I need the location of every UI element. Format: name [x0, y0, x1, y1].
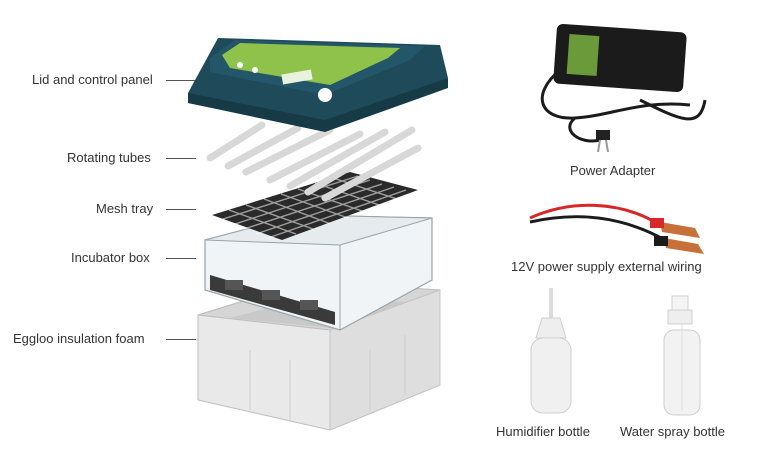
- leader-lid: [166, 80, 196, 81]
- leader-foam: [166, 339, 196, 340]
- label-box: Incubator box: [71, 250, 150, 265]
- label-power-adapter: Power Adapter: [570, 163, 656, 178]
- label-water-spray-bottle: Water spray bottle: [620, 424, 726, 439]
- leader-mesh: [166, 209, 196, 210]
- label-mesh: Mesh tray: [96, 201, 154, 216]
- leader-box: [166, 258, 196, 259]
- rotating-tubes-image: [206, 121, 422, 202]
- external-wiring-image: [529, 203, 704, 254]
- label-foam: Eggloo insulation foam: [13, 331, 145, 346]
- water-spray-bottle-image: [663, 295, 701, 416]
- leader-tubes: [166, 158, 196, 159]
- label-tubes: Rotating tubes: [67, 150, 151, 165]
- label-humidifier-bottle: Humidifier bottle: [496, 424, 590, 439]
- power-adapter-image: [540, 23, 707, 153]
- incubator-box-image: [204, 214, 433, 331]
- label-external-wiring: 12V power supply external wiring: [511, 259, 702, 274]
- mesh-tray-image: [212, 172, 418, 240]
- label-lid: Lid and control panel: [32, 72, 153, 87]
- lid-control-panel-image: [188, 38, 448, 132]
- humidifier-bottle-image: [530, 288, 572, 414]
